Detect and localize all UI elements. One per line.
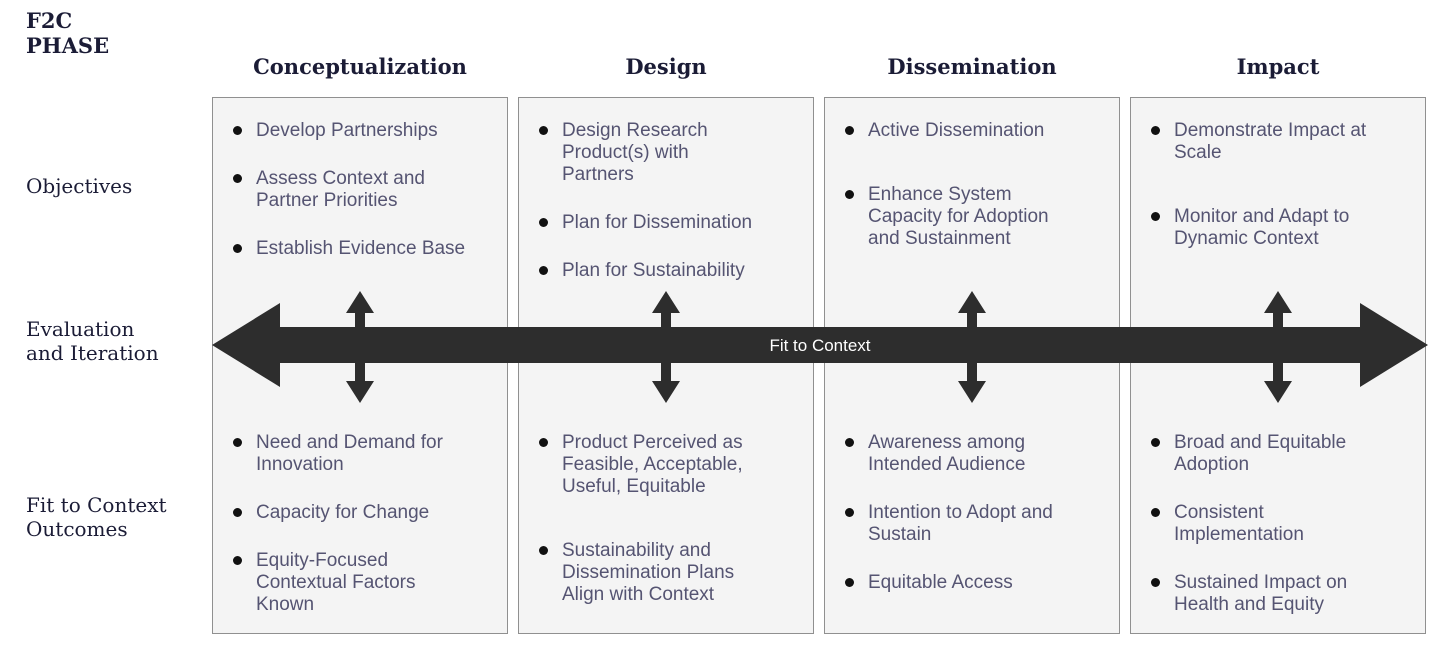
bullet-dot xyxy=(233,126,242,135)
bullet-text: Develop Partnerships xyxy=(256,120,438,141)
row-label-objectives: Objectives xyxy=(26,174,133,198)
bullet-text: Establish Evidence Base xyxy=(256,238,466,259)
row-label-fit-to-context-outcomes: Fit to Context Outcomes xyxy=(26,493,167,541)
bullet-dot xyxy=(1151,212,1160,221)
bullet-item: Establish Evidence Base xyxy=(233,238,493,260)
bullet-dot xyxy=(233,438,242,447)
bullet-item: Equity-Focused Contextual Factors Known xyxy=(233,550,493,616)
vertical-double-arrow-conceptualization xyxy=(346,291,374,403)
phase-box-design: Design Research Product(s) with Partners… xyxy=(518,97,814,634)
bullet-text: Equity-Focused Contextual Factors Known xyxy=(256,550,416,615)
bullet-item: Monitor and Adapt to Dynamic Context xyxy=(1151,206,1411,250)
bullet-dot xyxy=(845,126,854,135)
bullet-dot xyxy=(539,438,548,447)
bullet-item: Broad and Equitable Adoption xyxy=(1151,432,1411,476)
bullet-item: Demonstrate Impact at Scale xyxy=(1151,120,1411,164)
bullet-item: Equitable Access xyxy=(845,572,1105,594)
bullet-dot xyxy=(233,244,242,253)
bullet-item: Plan for Sustainability xyxy=(539,260,799,282)
bullet-dot xyxy=(845,578,854,587)
bullet-item: Active Dissemination xyxy=(845,120,1105,142)
bullet-text: Monitor and Adapt to Dynamic Context xyxy=(1174,206,1350,249)
phase-header-dissemination: Dissemination xyxy=(887,54,1057,79)
bullet-dot xyxy=(1151,578,1160,587)
bullet-item: Need and Demand for Innovation xyxy=(233,432,493,476)
bullet-item: Capacity for Change xyxy=(233,502,493,524)
bullet-text: Sustained Impact on Health and Equity xyxy=(1174,572,1348,615)
bullet-text: Plan for Dissemination xyxy=(562,212,753,233)
bullet-dot xyxy=(1151,438,1160,447)
vertical-double-arrow-dissemination xyxy=(958,291,986,403)
bullet-text: Assess Context and Partner Priorities xyxy=(256,168,425,211)
bullet-dot xyxy=(233,174,242,183)
bullet-text: Capacity for Change xyxy=(256,502,430,523)
bullet-item: Sustainability and Dissemination Plans A… xyxy=(539,540,799,606)
bullet-text: Plan for Sustainability xyxy=(562,260,745,281)
bullet-item: Sustained Impact on Health and Equity xyxy=(1151,572,1411,616)
phase-header-impact: Impact xyxy=(1236,54,1320,79)
bullet-dot xyxy=(1151,508,1160,517)
bullet-item: Enhance System Capacity for Adoption and… xyxy=(845,184,1105,250)
bullet-text: Equitable Access xyxy=(868,572,1013,593)
bullet-text: Enhance System Capacity for Adoption and… xyxy=(868,184,1049,249)
bullet-item: Awareness among Intended Audience xyxy=(845,432,1105,476)
bullet-item: Consistent Implementation xyxy=(1151,502,1411,546)
bullet-item: Plan for Dissemination xyxy=(539,212,799,234)
bullet-dot xyxy=(539,266,548,275)
bullet-item: Assess Context and Partner Priorities xyxy=(233,168,493,212)
bullet-dot xyxy=(539,546,548,555)
bullet-text: Demonstrate Impact at Scale xyxy=(1174,120,1367,163)
bullet-text: Awareness among Intended Audience xyxy=(868,432,1026,475)
horizontal-double-arrow xyxy=(212,303,1428,387)
bullet-text: Sustainability and Dissemination Plans A… xyxy=(562,540,735,605)
bullet-dot xyxy=(845,438,854,447)
bullet-text: Broad and Equitable Adoption xyxy=(1174,432,1347,475)
vertical-double-arrow-design xyxy=(652,291,680,403)
bullet-text: Need and Demand for Innovation xyxy=(256,432,443,475)
bullet-item: Develop Partnerships xyxy=(233,120,493,142)
bullet-dot xyxy=(539,126,548,135)
objectives-list: Design Research Product(s) with Partners… xyxy=(539,120,799,282)
outcomes-list: Product Perceived as Feasible, Acceptabl… xyxy=(539,432,799,606)
bullet-dot xyxy=(845,190,854,199)
bullet-dot xyxy=(845,508,854,517)
phase-header-design: Design xyxy=(625,54,707,79)
bullet-item: Intention to Adopt and Sustain xyxy=(845,502,1105,546)
vertical-double-arrow-impact xyxy=(1264,291,1292,403)
diagram-title: F2C PHASE xyxy=(26,8,110,58)
bullet-item: Product Perceived as Feasible, Acceptabl… xyxy=(539,432,799,498)
bullet-dot xyxy=(233,556,242,565)
bullet-dot xyxy=(539,218,548,227)
bullet-item: Design Research Product(s) with Partners xyxy=(539,120,799,186)
bullet-dot xyxy=(1151,126,1160,135)
bullet-text: Consistent Implementation xyxy=(1174,502,1304,545)
bullet-dot xyxy=(233,508,242,517)
bullet-text: Design Research Product(s) with Partners xyxy=(562,120,708,185)
bullet-text: Intention to Adopt and Sustain xyxy=(868,502,1053,545)
arrow-label: Fit to Context xyxy=(769,336,870,355)
row-label-evaluation-and-iteration: Evaluation and Iteration xyxy=(26,317,159,365)
bullet-text: Product Perceived as Feasible, Acceptabl… xyxy=(562,432,743,497)
bullet-text: Active Dissemination xyxy=(868,120,1045,141)
phase-header-conceptualization: Conceptualization xyxy=(253,54,467,79)
